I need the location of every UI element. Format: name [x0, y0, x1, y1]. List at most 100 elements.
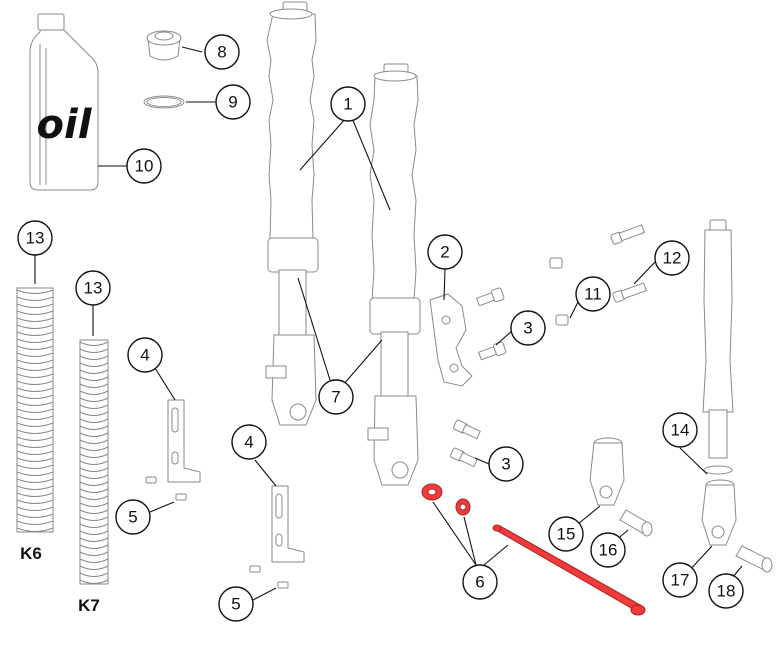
svg-text:1: 1	[343, 95, 352, 114]
spring-coil	[16, 310, 54, 315]
spring-coil	[16, 485, 54, 490]
leader-lines	[34, 46, 743, 601]
spring-coil	[16, 331, 54, 336]
spring-k6	[16, 287, 54, 533]
callout-1: 1	[330, 86, 366, 122]
o-ring	[143, 95, 185, 109]
spring-coil	[79, 432, 109, 437]
spring-coil	[16, 450, 54, 455]
spring-coil	[16, 478, 54, 483]
spring-coil	[79, 530, 109, 535]
svg-text:4: 4	[244, 433, 253, 452]
svg-text:17: 17	[671, 571, 690, 590]
spring-coil	[79, 362, 109, 367]
callout-14: 14	[662, 412, 698, 448]
axle-spacer-large	[421, 483, 443, 501]
spring-coil	[79, 383, 109, 388]
long-bolts	[610, 224, 648, 303]
variant-label-k6: K6	[20, 544, 42, 563]
spring-coil	[16, 387, 54, 392]
callout-4-lower: 4	[231, 424, 267, 460]
spring-coil	[79, 537, 109, 542]
spring-coil	[79, 411, 109, 416]
spring-coil	[79, 369, 109, 374]
spring-coil	[16, 366, 54, 371]
svg-text:12: 12	[663, 249, 682, 268]
svg-text:3: 3	[501, 455, 510, 474]
caliper-bracket	[429, 293, 473, 387]
spring-coil	[79, 460, 109, 465]
screws-lower	[249, 565, 289, 589]
pin-18	[735, 545, 773, 573]
spring-coil	[79, 355, 109, 360]
spring-coil	[16, 527, 54, 532]
spring-coil	[79, 516, 109, 521]
spring-coil	[16, 422, 54, 427]
spring-coil	[16, 499, 54, 504]
svg-text:11: 11	[584, 285, 602, 304]
spring-coil	[16, 506, 54, 511]
spring-coil	[79, 579, 109, 584]
spring-coil	[79, 558, 109, 563]
spring-coil	[79, 376, 109, 381]
spring-coil	[79, 544, 109, 549]
screws-upper	[145, 476, 187, 501]
spring-coil	[79, 474, 109, 479]
oil-bottle: oil	[29, 13, 99, 191]
svg-text:14: 14	[671, 421, 690, 440]
variant-label-k7: K7	[78, 596, 100, 615]
bolts-upper	[475, 287, 507, 361]
spring-coil	[16, 520, 54, 525]
spring-coil	[79, 439, 109, 444]
spring-coil	[16, 373, 54, 378]
svg-text:5: 5	[128, 508, 137, 527]
callout-11: 11	[575, 276, 611, 312]
spring-coil	[16, 352, 54, 357]
spring-coil	[79, 418, 109, 423]
pin-16	[619, 509, 653, 537]
svg-text:6: 6	[475, 573, 484, 592]
spring-coil	[16, 338, 54, 343]
spring-coil	[16, 408, 54, 413]
spring-coil	[16, 380, 54, 385]
svg-text:4: 4	[140, 346, 149, 365]
callout-5-upper: 5	[115, 499, 151, 535]
spring-coil	[79, 446, 109, 451]
spring-coil	[16, 303, 54, 308]
callout-6: 6	[462, 564, 498, 600]
spring-coil	[79, 488, 109, 493]
svg-text:10: 10	[135, 157, 154, 176]
spring-coil	[79, 390, 109, 395]
callout-3-lower: 3	[488, 446, 524, 482]
spring-coil	[16, 415, 54, 420]
bracket-lower	[271, 485, 305, 563]
callout-4-upper: 4	[127, 337, 163, 373]
spring-coil	[79, 425, 109, 430]
spring-coil	[79, 481, 109, 486]
axle-clamp-17	[701, 479, 737, 546]
nuts	[549, 257, 569, 326]
svg-text:16: 16	[599, 541, 618, 560]
svg-text:15: 15	[557, 525, 576, 544]
svg-text:3: 3	[523, 319, 532, 338]
spring-coil	[79, 551, 109, 556]
spring-coil	[79, 404, 109, 409]
spring-coil	[16, 289, 54, 294]
callout-15: 15	[548, 516, 584, 552]
spring-coil	[16, 394, 54, 399]
spring-coil	[79, 348, 109, 353]
svg-text:13: 13	[84, 279, 103, 298]
callout-9: 9	[215, 84, 251, 120]
spring-coil	[79, 397, 109, 402]
callout-3-upper: 3	[510, 310, 546, 346]
front-axle	[492, 524, 646, 616]
callout-8: 8	[204, 34, 240, 70]
axle-clamp-15	[589, 437, 625, 506]
spring-coil	[16, 429, 54, 434]
svg-text:7: 7	[331, 388, 340, 407]
spring-coil	[79, 453, 109, 458]
bracket-upper	[167, 399, 201, 483]
spring-coil	[16, 443, 54, 448]
fork-leg-right	[367, 63, 421, 486]
